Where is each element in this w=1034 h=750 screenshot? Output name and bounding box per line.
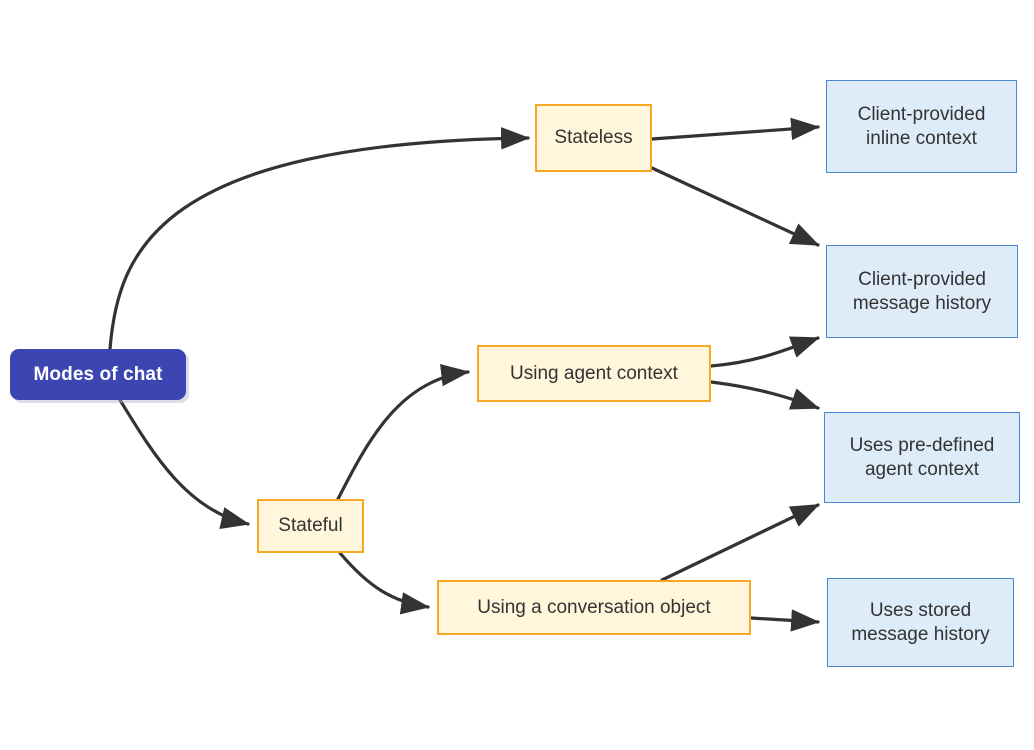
node-label-stored-message-history: Uses stored message history — [851, 599, 990, 645]
edge-agent-context-predefined — [709, 380, 820, 410]
node-agent-context[interactable]: Using agent context — [477, 345, 711, 402]
node-label-stateful: Stateful — [278, 515, 343, 537]
node-message-history[interactable]: Client-provided message history — [826, 245, 1018, 338]
edge-root-stateless — [108, 127, 530, 351]
edge-conversation-object-stored — [749, 609, 820, 632]
node-conversation-object[interactable]: Using a conversation object — [437, 580, 751, 635]
edge-stateless-inline — [650, 117, 820, 141]
node-label-root: Modes of chat — [33, 363, 163, 385]
edge-root-stateful — [118, 398, 250, 529]
edge-stateless-message-history — [650, 166, 820, 247]
node-root[interactable]: Modes of chat — [10, 349, 186, 400]
edge-stateful-agent-context — [336, 364, 470, 501]
node-label-conversation-object: Using a conversation object — [477, 596, 711, 618]
edge-paths — [108, 117, 820, 632]
node-predefined-agent-context[interactable]: Uses pre-defined agent context — [824, 412, 1020, 503]
node-label-message-history: Client-provided message history — [852, 268, 992, 314]
node-inline-context[interactable]: Client-provided inline context — [826, 80, 1017, 173]
node-label-stateless: Stateless — [554, 127, 633, 149]
edge-stateful-conversation-object — [338, 551, 430, 615]
node-stateless[interactable]: Stateless — [535, 104, 652, 172]
node-label-predefined-agent-context: Uses pre-defined agent context — [849, 434, 995, 480]
node-label-agent-context: Using agent context — [510, 362, 678, 384]
edge-agent-context-message-history — [709, 336, 820, 368]
node-stateful[interactable]: Stateful — [257, 499, 364, 553]
node-stored-message-history[interactable]: Uses stored message history — [827, 578, 1014, 667]
node-label-inline-context: Client-provided inline context — [857, 103, 986, 149]
edge-conversation-object-predefined — [660, 503, 820, 582]
